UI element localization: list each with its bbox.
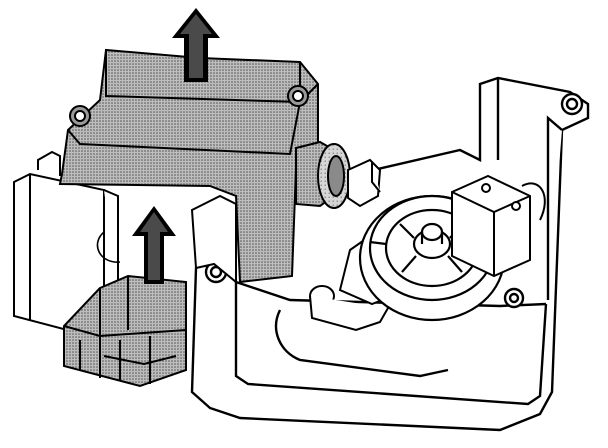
housing-tab	[190, 194, 237, 285]
remove-upper-module-arrow	[172, 8, 220, 82]
terminal-block	[451, 174, 546, 278]
lower-connector	[63, 231, 187, 388]
side-connector	[295, 140, 351, 209]
remove-lower-connector-arrow	[132, 206, 176, 284]
